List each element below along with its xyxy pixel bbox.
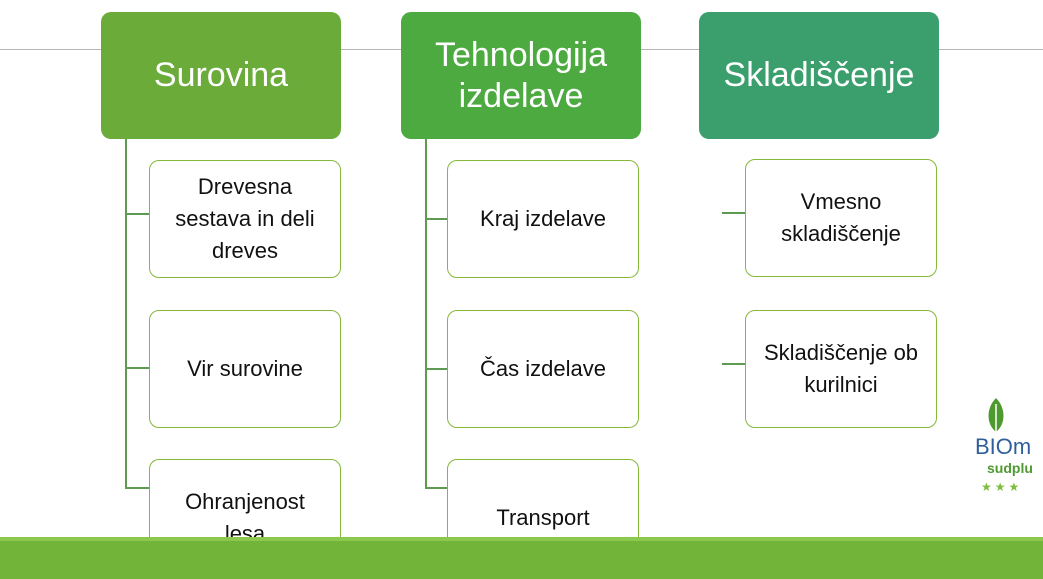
footer-bar (0, 541, 1043, 579)
footer-bar-highlight (0, 537, 1043, 541)
connector-branch (722, 363, 746, 365)
box-label: Čas izdelave (480, 356, 606, 382)
connector-branch (125, 487, 149, 489)
box-vmesno-skladiscenje: Vmesno skladiščenje (745, 159, 937, 277)
header-label: Skladiščenje (723, 56, 915, 95)
connector-branch (722, 212, 746, 214)
box-label: Skladiščenje ob kurilnici (763, 340, 919, 397)
connector-branch (425, 218, 449, 220)
connector-branch (125, 367, 149, 369)
box-kraj-izdelave: Kraj izdelave (447, 160, 639, 278)
box-cas-izdelave: Čas izdelave (447, 310, 639, 428)
box-label: Vir surovine (187, 356, 303, 382)
box-skladiscenje-ob-kurilnici: Skladiščenje ob kurilnici (745, 310, 937, 428)
box-drevesna-sestava: Drevesna sestava in deli dreves (149, 160, 341, 278)
logo-text-sudplus: sudplu (987, 460, 1033, 476)
box-label: Kraj izdelave (480, 206, 606, 232)
box-label: Transport (496, 505, 590, 531)
header-label: Surovina (153, 56, 289, 95)
header-surovina: Surovina (101, 12, 341, 139)
header-label: Tehnologija izdelave (434, 35, 608, 115)
box-label: Drevesna sestava in deli dreves (175, 174, 315, 263)
star-icons: ★★★ (981, 480, 1023, 494)
biomass-logo: BIOm sudplu ★★★ (975, 396, 1043, 506)
connector-branch (425, 368, 449, 370)
header-skladiscenje: Skladiščenje (699, 12, 939, 139)
box-label: Vmesno skladiščenje (781, 189, 901, 246)
box-vir-surovine: Vir surovine (149, 310, 341, 428)
connector-vertical (125, 139, 127, 488)
connector-branch (425, 487, 449, 489)
logo-text-biom: BIOm (975, 434, 1032, 459)
leaf-icon (988, 398, 1004, 432)
connector-vertical (425, 139, 427, 488)
connector-branch (125, 213, 149, 215)
header-tehnologija-izdelave: Tehnologija izdelave (401, 12, 641, 139)
